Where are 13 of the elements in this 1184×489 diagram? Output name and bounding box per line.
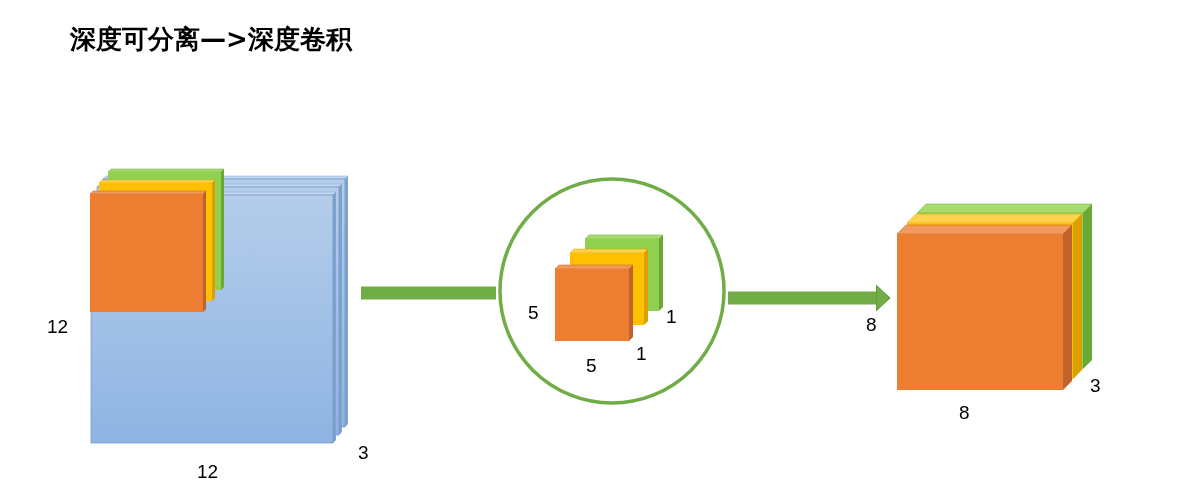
- dimension-label: 3: [358, 442, 369, 464]
- dimension-label: 12: [197, 461, 219, 483]
- title: 深度可分离—>深度卷积: [70, 23, 352, 56]
- dimension-label: 8: [959, 402, 970, 424]
- kernel-circle: [497, 177, 727, 405]
- dimension-label: 1: [666, 306, 677, 328]
- dimension-label: 1: [636, 343, 647, 365]
- dimension-label: 3: [1090, 375, 1101, 397]
- dimension-label: 5: [528, 302, 539, 324]
- dimension-label: 5: [586, 355, 597, 377]
- arrow: [728, 284, 891, 312]
- dimension-label: 8: [866, 314, 877, 336]
- dimension-label: 12: [47, 316, 69, 338]
